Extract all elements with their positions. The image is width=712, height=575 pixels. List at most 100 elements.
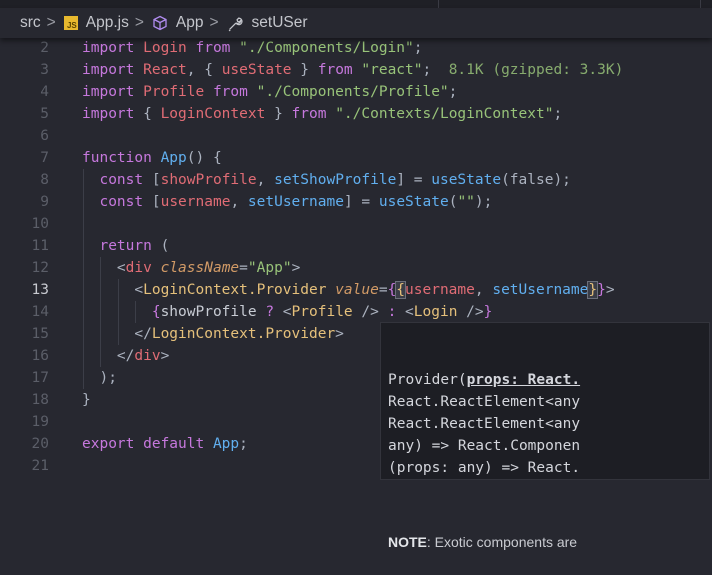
code-token [82,304,152,320]
code-token: > [335,326,344,342]
code-token: username [160,194,231,210]
line-number: 16 [31,348,49,364]
code-line[interactable]: 12 <div className="App"> [0,257,712,279]
code-token: ( [160,238,170,254]
code-text: import React, { useState } from "react";… [82,59,623,81]
breadcrumb-item-src[interactable]: src [20,14,41,32]
code-text: return ( [82,235,169,257]
code-token: showProfile [160,172,257,188]
code-line[interactable]: 16 </div> [0,345,712,367]
code-token: Profile [291,304,353,320]
code-token: , [474,282,493,298]
code-line[interactable]: 18} [0,389,712,411]
code-token: [ [151,172,161,188]
code-text: const [username, setUsername] = useState… [82,191,492,213]
code-token: "App" [247,260,292,276]
line-number: 19 [31,414,49,430]
code-token: { [151,304,161,320]
code-token: setShowProfile [274,172,397,188]
breadcrumb-label: App [175,14,204,31]
code-line[interactable]: 21 [0,455,712,477]
code-token: ); [474,194,493,210]
line-number: 17 [31,370,49,386]
code-line[interactable]: 10 [0,213,712,235]
indent-guide [118,279,119,345]
code-token: "react" [361,62,423,78]
code-line[interactable]: 19 [0,411,712,433]
code-token: import [82,40,144,56]
chevron-right-icon: > [209,14,219,31]
code-token: /> [352,304,388,320]
code-line[interactable]: 13 <LoginContext.Provider value={{userna… [0,279,712,301]
line-number: 20 [31,436,49,452]
code-token: : [387,304,397,320]
line-number: 18 [31,392,49,408]
code-token: Profile [143,84,205,100]
line-number: 4 [40,84,49,100]
code-token: from [317,62,362,78]
code-token: App [160,150,187,166]
code-token: import [82,106,144,122]
breadcrumb-item-symbol[interactable]: setUSer [227,14,308,32]
line-number: 14 [31,304,49,320]
code-token [82,194,99,210]
code-token: } [265,106,292,122]
wrench-icon [228,17,243,31]
indent-guide [135,301,136,323]
code-token: from [186,40,240,56]
code-token: useState [378,194,449,210]
code-token: , [230,194,248,210]
code-token: "./Contexts/LoginContext" [335,106,554,122]
note-text: : Exotic components are [426,534,578,550]
code-token: "./Components/Profile" [256,84,449,100]
breadcrumb-item-app[interactable]: App [152,14,204,32]
code-line[interactable]: 11 return ( [0,235,712,257]
code-text: } [82,389,91,411]
code-text: const [showProfile, setShowProfile] = us… [82,169,570,191]
code-token: } [291,62,318,78]
tooltip-signature-line: any) => React.Componen [388,438,581,454]
hover-tooltip: Provider(props: React.React.ReactElement… [380,322,710,550]
code-token: Login [413,304,458,320]
component-cube-icon [153,15,167,31]
note-label: NOTE [388,534,427,550]
code-token: setUsername [492,282,589,298]
code-token: ; [239,436,248,452]
code-text: import Login from "./Components/Login"; [82,37,423,59]
code-token: } [483,304,493,320]
code-token [326,282,335,298]
code-line[interactable]: 17 ); [0,367,712,389]
code-line[interactable]: 8 const [showProfile, setShowProfile] = … [0,169,712,191]
code-token: , [256,172,275,188]
code-line[interactable]: 15 </LoginContext.Provider> [0,323,712,345]
code-line[interactable]: 6 [0,125,712,147]
code-token: = [239,260,248,276]
code-token: setUsername [247,194,344,210]
code-editor[interactable]: 2 import Login from "./Components/Login";… [0,37,712,482]
code-token: > [160,348,170,364]
code-text: ); [82,367,116,389]
code-token: App [212,436,240,452]
code-token: useState [221,62,292,78]
code-token: import [82,62,144,78]
code-line[interactable]: 9 const [username, setUsername] = useSta… [0,191,712,213]
line-number: 10 [31,216,49,232]
code-token: LoginContext.Provider [143,282,327,298]
code-line[interactable]: 2 import Login from "./Components/Login"; [0,37,712,59]
line-number: 2 [40,40,49,56]
code-token: value [335,282,379,298]
indent-guide [100,257,101,367]
tooltip-signature-line: (props: any) => React. [388,460,581,476]
code-token: React [143,62,187,78]
code-line[interactable]: 14 {showProfile ? <Profile /> : <Login /… [0,301,712,323]
tab-divider [700,0,701,8]
code-token: () { [186,150,222,166]
chevron-right-icon: > [46,14,56,31]
code-token: import [82,84,144,100]
